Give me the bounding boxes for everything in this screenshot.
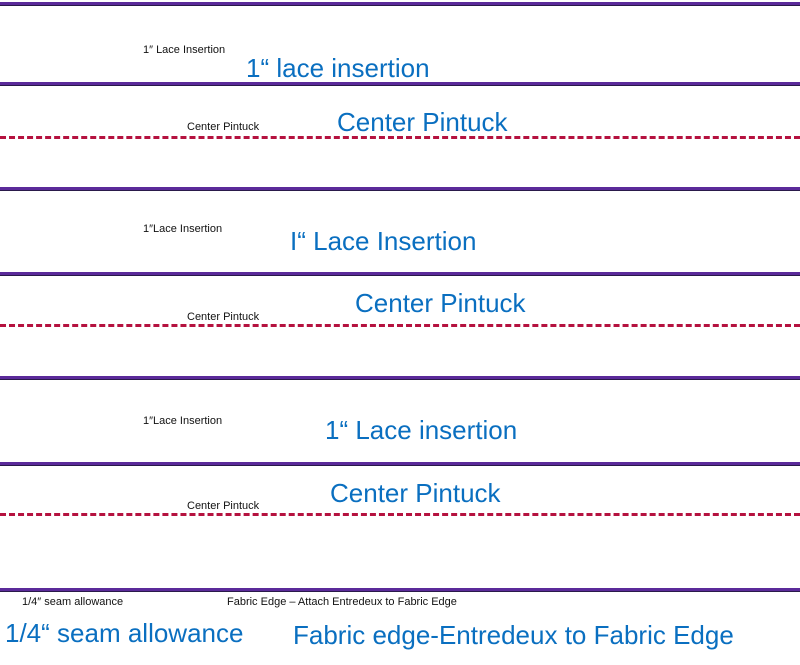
stitch-line	[0, 376, 800, 380]
stitch-line	[0, 462, 800, 466]
fabric-edge-small-label: Fabric Edge – Attach Entredeux to Fabric…	[227, 596, 457, 608]
fabric-edge-large-label: Fabric edge-Entredeux to Fabric Edge	[293, 620, 734, 650]
large-label: Center Pintuck	[355, 288, 526, 318]
stitch-line	[0, 187, 800, 191]
large-label: 1“ lace insertion	[246, 53, 430, 83]
seam-allowance-large-label: 1/4“ seam allowance	[5, 618, 244, 648]
pintuck-line	[0, 324, 800, 327]
stitch-line	[0, 272, 800, 276]
small-label: Center Pintuck	[187, 121, 260, 133]
small-label: 1″Lace Insertion	[143, 415, 223, 427]
stitch-line	[0, 588, 800, 592]
large-label: 1“ Lace insertion	[325, 415, 518, 445]
large-label: Center Pintuck	[337, 107, 508, 137]
small-label: 1″Lace Insertion	[143, 223, 223, 235]
seam-allowance-small-label: 1/4″ seam allowance	[22, 596, 124, 608]
stitch-line	[0, 2, 800, 6]
pintuck-line	[0, 513, 800, 516]
stitch-line	[0, 82, 800, 86]
small-label: 1″ Lace Insertion	[143, 44, 226, 56]
small-label: Center Pintuck	[187, 500, 260, 512]
large-label: Center Pintuck	[330, 478, 501, 508]
large-label: I“ Lace Insertion	[290, 226, 477, 256]
pintuck-line	[0, 136, 800, 139]
small-label: Center Pintuck	[187, 311, 260, 323]
